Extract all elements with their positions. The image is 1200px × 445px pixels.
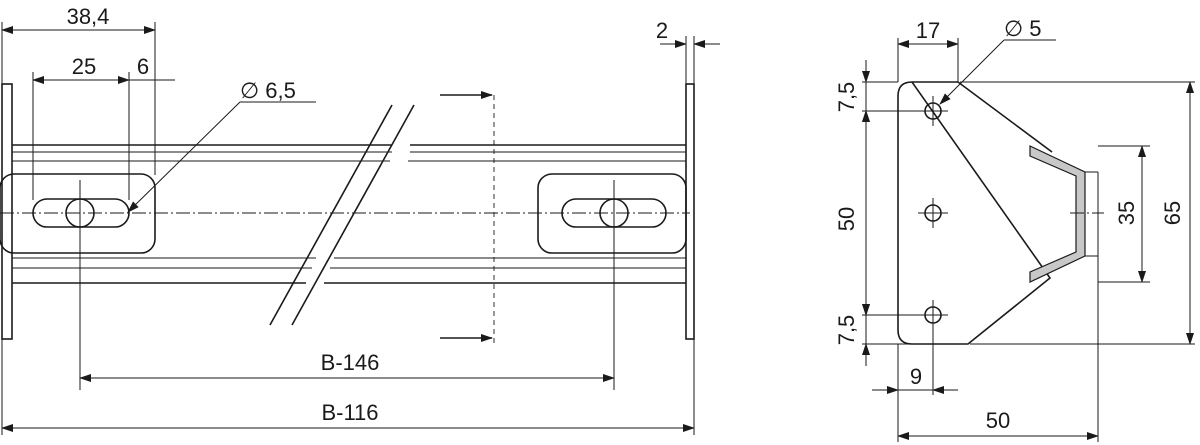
dim-50-horizontal-label: 50	[986, 408, 1010, 433]
dim-6-label: 6	[137, 54, 149, 79]
left-end-plate	[1, 83, 13, 340]
dim-7-5-top-label: 7,5	[834, 82, 859, 113]
rail-profile	[1029, 145, 1086, 283]
dim-17-label: 17	[916, 18, 940, 43]
dim-2-label: 2	[656, 18, 668, 43]
hole-center-marks	[918, 96, 948, 330]
leader-6-5	[127, 101, 241, 213]
dim-25-label: 25	[72, 54, 96, 79]
left-bracket-plate	[0, 173, 156, 254]
din-rail	[12, 144, 686, 284]
dim-50-vertical-label: 50	[834, 207, 859, 231]
dim-35-label: 35	[1114, 201, 1139, 225]
break-lines	[269, 104, 415, 326]
right-bracket-plate	[537, 173, 687, 254]
leader-5	[939, 39, 1005, 105]
side-view: 17 ∅ 5 7,5 50 7,5 35 65 9 50	[834, 16, 1195, 442]
dim-38-4-label: 38,4	[67, 4, 110, 29]
dim-b-116-label: B-116	[321, 400, 378, 425]
dim-7-5-bottom-label: 7,5	[834, 315, 859, 346]
dim-b-146-label: B-146	[321, 350, 380, 375]
right-end-plate	[685, 83, 695, 340]
front-view: 38,4 25 6 ∅ 6,5 2 B-146 B-116	[0, 4, 720, 435]
dim-65-label: 65	[1160, 201, 1185, 225]
dim-diameter-5-label: ∅ 5	[1004, 16, 1042, 41]
dim-diameter-6-5-label: ∅ 6,5	[240, 78, 296, 103]
dim-9-label: 9	[910, 364, 922, 389]
